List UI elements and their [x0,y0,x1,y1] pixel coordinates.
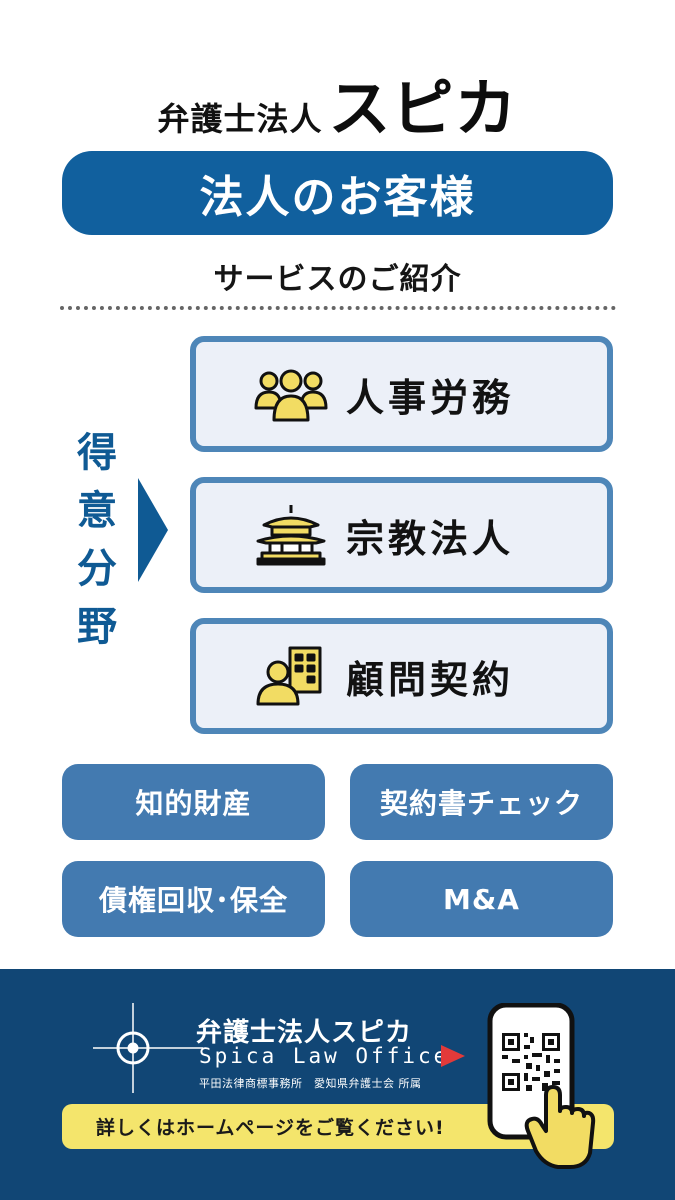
service-card-label: 宗教法人 [346,516,515,561]
specialty-char: 意 [77,488,117,534]
specialty-char: 得 [77,430,117,476]
tag-contract-check[interactable]: 契約書チェック [350,764,613,840]
people-group-icon [254,362,328,426]
hero-banner: 法人のお客様 [62,151,613,235]
tag-label: M&A [443,882,520,916]
footer-firm-name: 弁護士法人スピカ [196,1018,413,1048]
specialty-char: 野 [77,604,117,650]
footer-firm-name-en: Spica Law Office [199,1044,450,1068]
arrow-right-icon [138,478,168,582]
service-card-hr[interactable]: 人事労務 [190,336,613,452]
homepage-cta-label: 詳しくはホームページをご覧ください! [96,1117,445,1139]
service-card-religious[interactable]: 宗教法人 [190,477,613,593]
tag-intellectual-property[interactable]: 知的財産 [62,764,325,840]
dotted-divider [60,306,616,310]
hero-title: 法人のお客様 [199,172,476,223]
phone-qr-code[interactable] [486,1002,596,1173]
play-triangle-icon [441,1045,465,1067]
tag-debt-collection[interactable]: 債権回収･保全 [62,861,325,937]
temple-icon [254,503,328,567]
brand-logo: 弁護士法人スピカ [0,58,675,148]
brand-name: スピカ [328,72,518,145]
tag-label: 知的財産 [135,787,252,820]
tag-label: 債権回収･保全 [98,884,288,917]
page-subtitle: サービスのご紹介 [213,262,462,297]
brand-prefix: 弁護士法人 [157,100,323,138]
tag-m-and-a[interactable]: M&A [350,861,613,937]
homepage-cta[interactable]: 詳しくはホームページをご覧ください! [62,1104,614,1149]
star-sparkle-icon [93,1003,203,1093]
tag-label: 契約書チェック [379,787,583,820]
service-card-label: 顧問契約 [346,657,515,702]
service-card-label: 人事労務 [346,375,515,420]
person-building-icon [254,644,328,708]
service-card-advisory[interactable]: 顧問契約 [190,618,613,734]
specialty-char: 分 [77,546,117,592]
footer-affiliation: 平田法律商標事務所 愛知県弁護士会 所属 [199,1077,422,1090]
specialty-vertical-label: 得 意 分 野 [72,424,122,656]
